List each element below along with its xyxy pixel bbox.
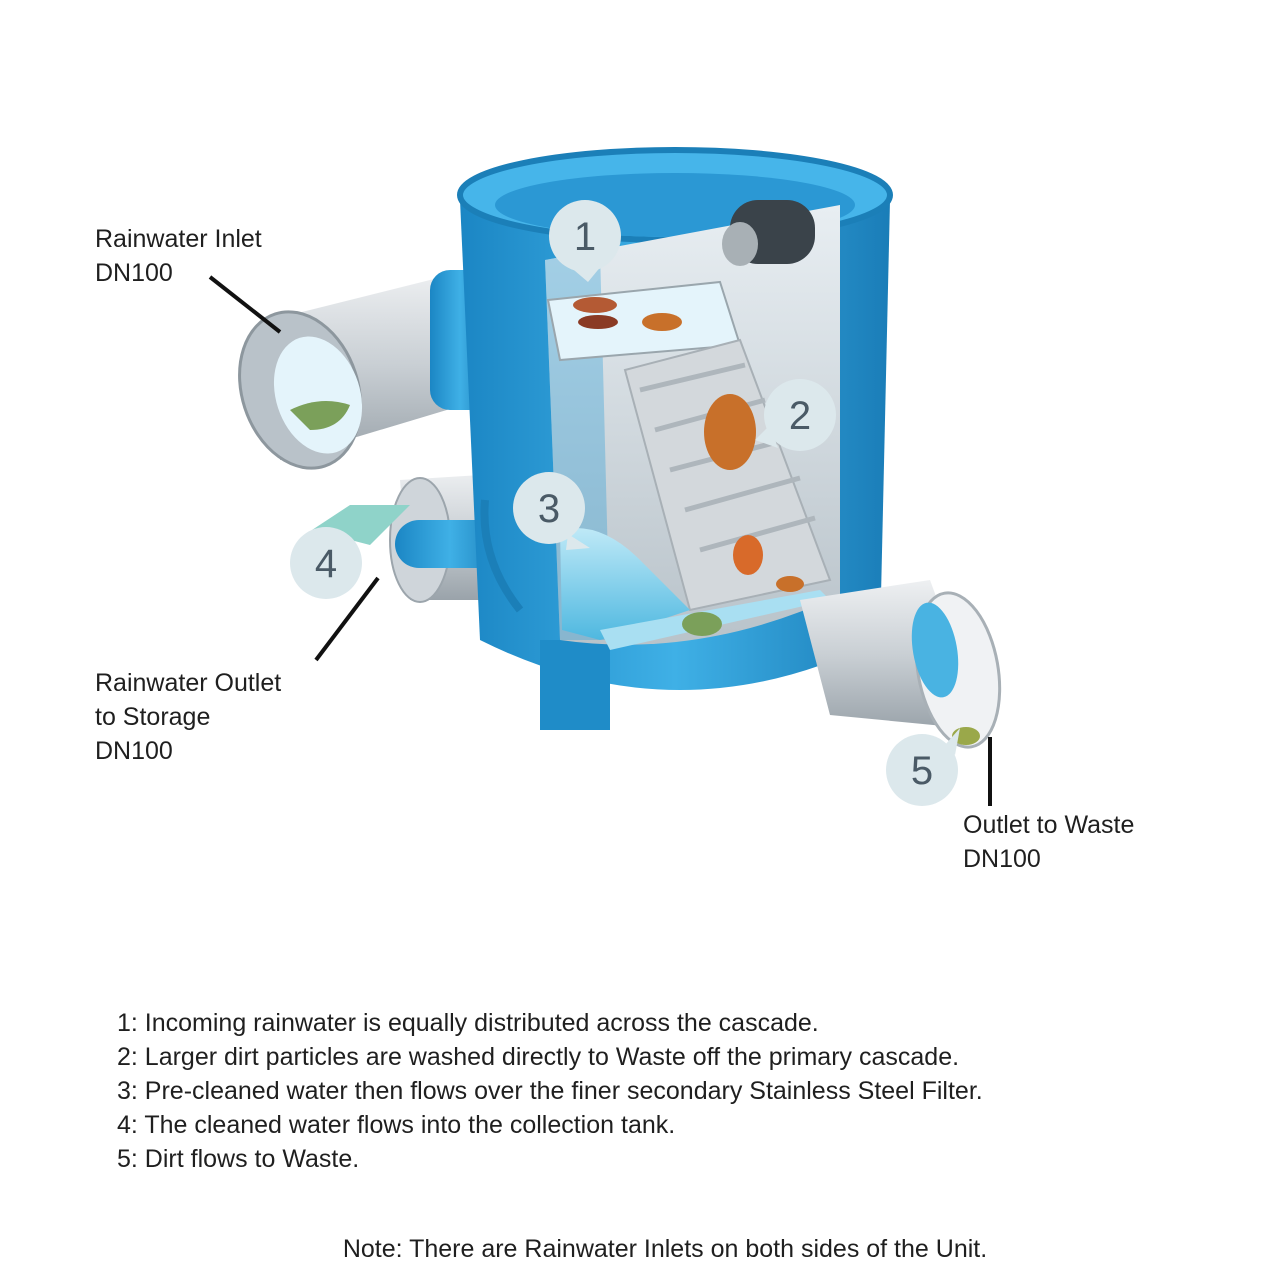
step-item-2: 2: Larger dirt particles are washed dire… <box>117 1043 960 1071</box>
callout-3: 3 <box>513 472 590 550</box>
filter-cutaway-diagram: 1 2 3 4 5 <box>208 147 1002 806</box>
inlet-label: Rainwater Inlet DN100 <box>95 222 262 290</box>
waste-outlet-label-line-1: Outlet to Waste <box>963 811 1135 839</box>
callout-5-number: 5 <box>911 749 933 793</box>
storage-outlet-label: Rainwater Outlet to Storage DN100 <box>95 666 281 768</box>
step-item-4: 4: The cleaned water flows into the coll… <box>117 1111 676 1139</box>
step-item-1: 1: Incoming rainwater is equally distrib… <box>117 1009 819 1037</box>
storage-outlet-label-line-1: Rainwater Outlet <box>95 669 282 697</box>
step-list: 1: Incoming rainwater is equally distrib… <box>117 1006 983 1176</box>
step-item-3: 3: Pre-cleaned water then flows over the… <box>117 1077 983 1105</box>
storage-outlet-label-line-3: DN100 <box>95 737 173 765</box>
storage-outlet-label-line-2: to Storage <box>95 703 211 731</box>
leaf-icon <box>704 394 756 470</box>
inlet-pipe <box>238 270 490 470</box>
callout-1: 1 <box>549 200 621 282</box>
callout-1-number: 1 <box>574 215 596 259</box>
callout-5: 5 <box>886 728 960 806</box>
inlet-leader-line <box>208 275 282 334</box>
callout-2: 2 <box>755 379 836 451</box>
callout-4: 4 <box>290 527 362 599</box>
callout-3-number: 3 <box>538 487 560 531</box>
inlet-label-line-1: Rainwater Inlet <box>95 225 262 253</box>
step-item-5: 5: Dirt flows to Waste. <box>117 1145 360 1173</box>
storage-leader-line <box>314 576 380 662</box>
waste-outlet-pipe <box>800 580 1002 749</box>
housing-interior <box>545 200 840 650</box>
callout-2-number: 2 <box>789 394 811 438</box>
footnote: Note: There are Rainwater Inlets on both… <box>342 1235 988 1263</box>
callout-4-number: 4 <box>315 542 337 586</box>
waste-outlet-label-line-2: DN100 <box>963 845 1041 873</box>
waste-outlet-label: Outlet to Waste DN100 <box>963 808 1134 876</box>
inlet-label-line-2: DN100 <box>95 259 173 287</box>
